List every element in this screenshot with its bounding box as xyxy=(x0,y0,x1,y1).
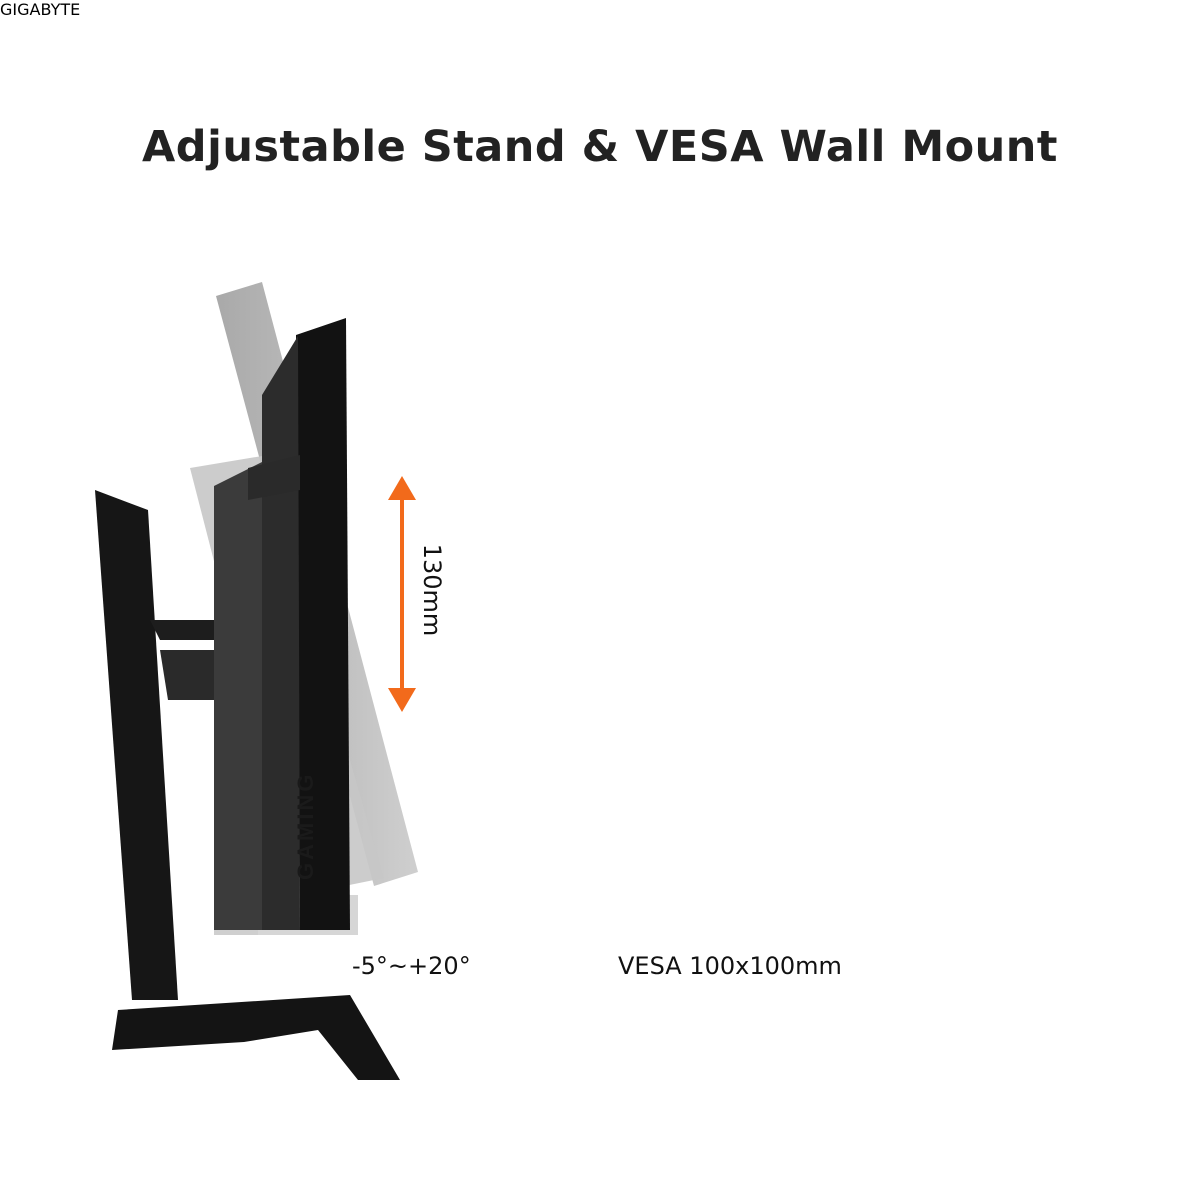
brand-logo: GIGABYTE xyxy=(0,0,81,19)
tilt-range-label: -5°~+20° xyxy=(352,952,471,980)
side-logo-text: GAMING xyxy=(293,772,318,880)
height-arrow-icon xyxy=(388,476,416,712)
upright-monitor: GAMING xyxy=(214,318,350,930)
side-view-monitor: GAMING xyxy=(95,282,418,1080)
page-title: Adjustable Stand & VESA Wall Mount xyxy=(142,122,1058,172)
height-adjust-label: 130mm xyxy=(418,543,446,637)
side-stand xyxy=(95,490,400,1080)
back-view-monitor: GIGABYTE xyxy=(0,0,80,19)
vesa-label: VESA 100x100mm xyxy=(618,952,842,980)
